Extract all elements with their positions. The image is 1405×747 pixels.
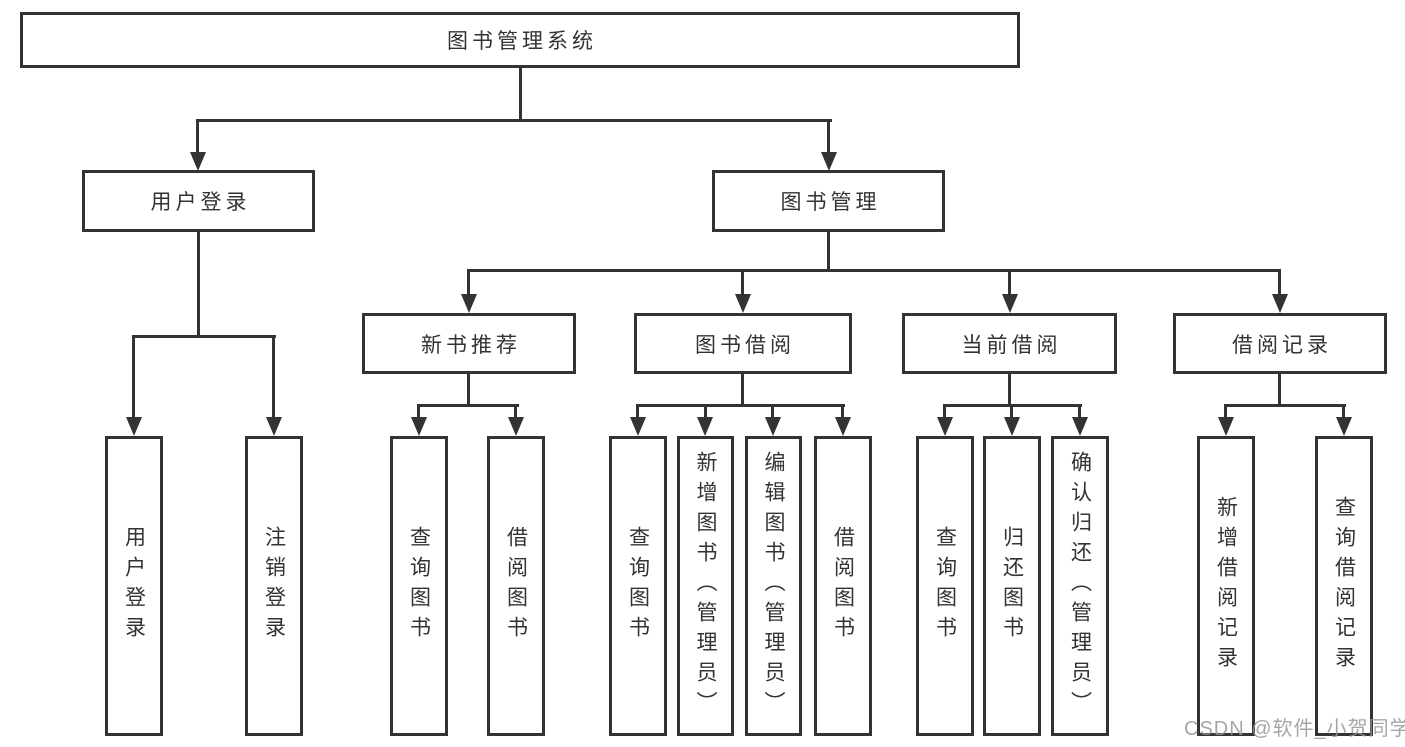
connector-bus <box>132 335 276 338</box>
leaf-edit-books-admin: 编辑图书（管理员） <box>745 436 802 736</box>
connector-drop <box>196 119 199 156</box>
connector-drop <box>1078 404 1081 420</box>
connector-drop <box>132 335 135 420</box>
leaf-query-books-current: 查询图书 <box>916 436 974 736</box>
node-label: 查询图书 <box>626 526 650 646</box>
connector-drop <box>1342 404 1345 420</box>
connector-bus <box>1224 404 1346 407</box>
node-label: 注销登录 <box>262 526 286 646</box>
leaf-query-borrow-record: 查询借阅记录 <box>1315 436 1373 736</box>
node-label: 确认归还（管理员） <box>1068 451 1092 721</box>
leaf-add-borrow-record: 新增借阅记录 <box>1197 436 1255 736</box>
connector-drop <box>636 404 639 420</box>
leaf-add-books-admin: 新增图书（管理员） <box>677 436 734 736</box>
node-label: 用户登录 <box>122 526 146 646</box>
connector-bus <box>417 404 519 407</box>
node-current-borrowing: 当前借阅 <box>902 313 1117 374</box>
csdn-watermark: CSDN @软件_小贺同学 <box>1184 718 1405 740</box>
node-label: 借阅记录 <box>1232 333 1332 357</box>
node-new-book-recommend: 新书推荐 <box>362 313 576 374</box>
connector-drop <box>1010 404 1013 420</box>
connector-bus <box>467 269 1281 272</box>
connector-drop <box>943 404 946 420</box>
arrow-down-icon <box>697 417 713 436</box>
node-label: 当前借阅 <box>961 333 1062 357</box>
node-book-borrowing: 图书借阅 <box>634 313 852 374</box>
arrow-down-icon <box>735 294 751 313</box>
arrow-down-icon <box>630 417 646 436</box>
connector-drop <box>1224 404 1227 420</box>
node-label: 查询借阅记录 <box>1332 496 1356 676</box>
connector-drop <box>1278 269 1281 297</box>
leaf-query-books-recommend: 查询图书 <box>390 436 448 736</box>
connector-drop <box>467 269 470 297</box>
node-label: 图书管理系统 <box>447 30 597 53</box>
node-user-login: 用户登录 <box>82 170 315 232</box>
connector-drop <box>272 335 275 420</box>
arrow-down-icon <box>835 417 851 436</box>
arrow-down-icon <box>508 417 524 436</box>
arrow-down-icon <box>266 417 282 436</box>
leaf-query-books-borrowing: 查询图书 <box>609 436 667 736</box>
connector-stem <box>197 232 200 337</box>
node-label: 用户登录 <box>150 191 251 214</box>
leaf-logout: 注销登录 <box>245 436 303 736</box>
arrow-down-icon <box>1336 417 1352 436</box>
node-label: 新书推荐 <box>421 333 521 357</box>
node-label: 图书管理 <box>780 191 881 214</box>
connector-stem <box>1278 374 1281 406</box>
node-label: 查询图书 <box>933 526 957 646</box>
connector-drop <box>841 404 844 420</box>
node-label: 图书借阅 <box>695 333 795 357</box>
connector-drop <box>741 269 744 297</box>
arrow-down-icon <box>937 417 953 436</box>
connector-drop <box>704 404 707 420</box>
arrow-down-icon <box>1218 417 1234 436</box>
arrow-down-icon <box>1002 294 1018 313</box>
leaf-user-login: 用户登录 <box>105 436 163 736</box>
node-label: 查询图书 <box>407 526 431 646</box>
node-book-management: 图书管理 <box>712 170 945 232</box>
node-label: 新增借阅记录 <box>1214 496 1238 676</box>
node-label: 借阅图书 <box>831 526 855 646</box>
node-label: 借阅图书 <box>504 526 528 646</box>
connector-drop <box>1008 269 1011 297</box>
connector-stem <box>467 374 470 406</box>
arrow-down-icon <box>1272 294 1288 313</box>
leaf-confirm-return-admin: 确认归还（管理员） <box>1051 436 1109 736</box>
arrow-down-icon <box>1004 417 1020 436</box>
node-label: 新增图书（管理员） <box>694 451 717 721</box>
connector-stem <box>1008 374 1011 406</box>
node-label: 归还图书 <box>1000 526 1024 646</box>
arrow-down-icon <box>1072 417 1088 436</box>
node-label: 编辑图书（管理员） <box>762 451 785 721</box>
connector-stem <box>741 374 744 406</box>
connector-bus <box>196 119 832 122</box>
arrow-down-icon <box>821 152 837 171</box>
connector-stem <box>519 68 522 122</box>
leaf-borrow-books-recommend: 借阅图书 <box>487 436 545 736</box>
node-borrow-records: 借阅记录 <box>1173 313 1387 374</box>
connector-drop <box>827 119 830 156</box>
node-system-root: 图书管理系统 <box>20 12 1020 68</box>
connector-drop <box>514 404 517 420</box>
leaf-borrow-books: 借阅图书 <box>814 436 872 736</box>
connector-stem <box>827 232 830 272</box>
connector-drop <box>771 404 774 420</box>
arrow-down-icon <box>126 417 142 436</box>
arrow-down-icon <box>461 294 477 313</box>
arrow-down-icon <box>411 417 427 436</box>
connector-drop <box>417 404 420 420</box>
connector-bus <box>636 404 845 407</box>
arrow-down-icon <box>190 152 206 171</box>
arrow-down-icon <box>765 417 781 436</box>
leaf-return-books: 归还图书 <box>983 436 1041 736</box>
